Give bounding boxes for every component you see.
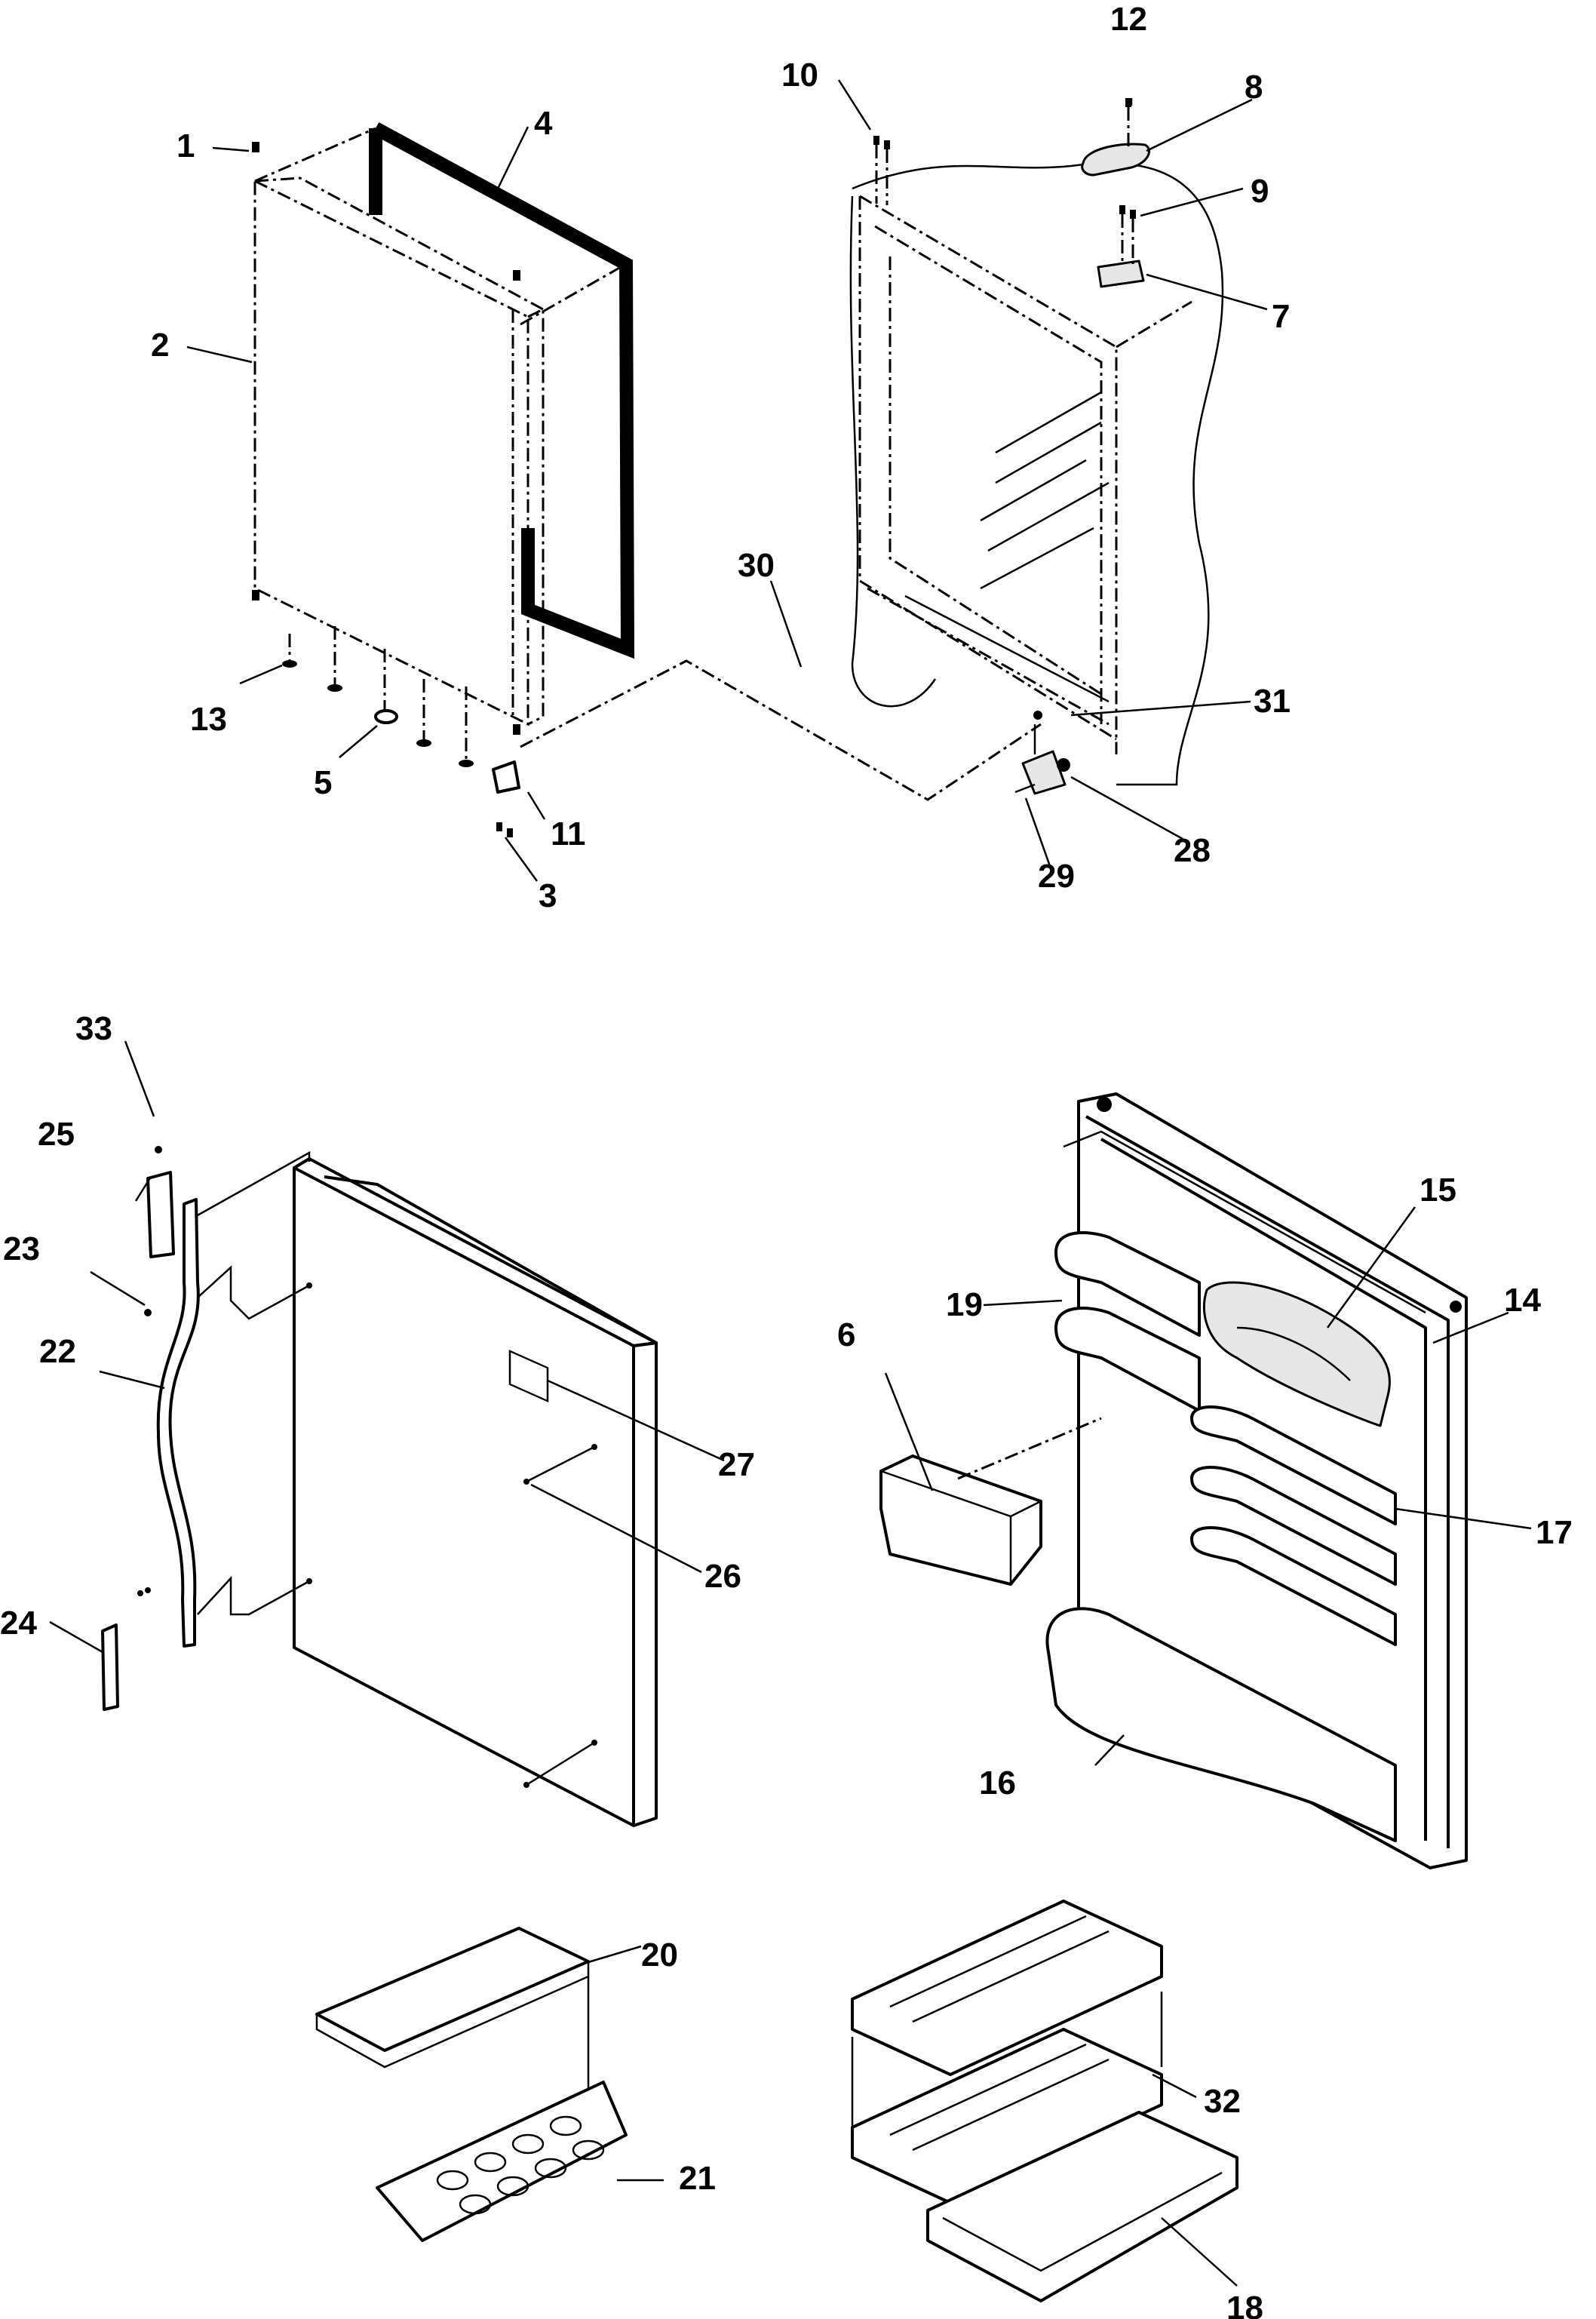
egg-cups bbox=[436, 2115, 605, 2215]
hinge-screws bbox=[496, 822, 513, 837]
callout-28: 28 bbox=[1174, 832, 1211, 869]
freezer-door-panel bbox=[253, 179, 529, 726]
hole-plugs bbox=[282, 626, 474, 767]
egg-tray-cover bbox=[315, 1927, 590, 2052]
ice-tray-lower bbox=[851, 2028, 1163, 2204]
hinge-cover bbox=[1081, 143, 1150, 177]
callout-22: 22 bbox=[39, 1333, 76, 1370]
callout-16: 16 bbox=[979, 1765, 1016, 1801]
callout-13: 13 bbox=[190, 701, 227, 738]
fresh-food-door-assembly bbox=[101, 1146, 658, 1827]
door-shelves bbox=[1190, 1405, 1397, 1646]
callout-1: 1 bbox=[176, 127, 195, 164]
callout-31: 31 bbox=[1254, 683, 1291, 720]
ice-tray-upper bbox=[851, 1900, 1163, 2076]
callout-33: 33 bbox=[75, 1010, 112, 1047]
callout-14: 14 bbox=[1504, 1282, 1541, 1319]
bottom-door-shelf bbox=[1045, 1607, 1397, 1842]
door-handle bbox=[156, 1198, 200, 1648]
door-bins-upper bbox=[1054, 1231, 1201, 1412]
top-hinge bbox=[1097, 260, 1145, 288]
handle-lower-cap bbox=[101, 1623, 119, 1711]
callout-7: 7 bbox=[1272, 298, 1290, 335]
leader-lines bbox=[49, 79, 1532, 2287]
cabinet-frame-assembly bbox=[849, 98, 1224, 795]
callout-2: 2 bbox=[151, 327, 169, 364]
callout-17: 17 bbox=[1536, 1514, 1573, 1551]
door-screws bbox=[306, 1282, 597, 1788]
fresh-food-door bbox=[293, 1166, 635, 1827]
screw-parts bbox=[252, 142, 520, 735]
callout-32: 32 bbox=[1204, 2083, 1241, 2120]
door-gasket bbox=[372, 122, 635, 659]
dairy-compartment bbox=[1202, 1281, 1391, 1427]
callout-3: 3 bbox=[539, 877, 557, 914]
callout-9: 9 bbox=[1251, 173, 1269, 210]
callout-25: 25 bbox=[38, 1116, 75, 1153]
callout-30: 30 bbox=[738, 547, 775, 584]
callout-10: 10 bbox=[781, 57, 818, 94]
callout-24: 24 bbox=[0, 1605, 37, 1642]
washer bbox=[374, 709, 398, 724]
freezer-door-assembly bbox=[252, 122, 1042, 837]
ice-bin bbox=[926, 2111, 1238, 2302]
callout-23: 23 bbox=[3, 1230, 40, 1267]
cabinet-outline bbox=[852, 161, 1224, 786]
callout-5: 5 bbox=[314, 764, 332, 801]
door-label bbox=[508, 1350, 549, 1403]
bottom-hinge bbox=[492, 760, 520, 794]
accessories bbox=[315, 1900, 1238, 2302]
callout-27: 27 bbox=[718, 1446, 755, 1483]
callout-11: 11 bbox=[551, 815, 586, 852]
callout-26: 26 bbox=[704, 1558, 741, 1595]
callout-18: 18 bbox=[1226, 2290, 1263, 2319]
callout-15: 15 bbox=[1420, 1172, 1456, 1209]
small-bin bbox=[879, 1454, 1042, 1586]
callout-6: 6 bbox=[837, 1316, 855, 1353]
frame-screws bbox=[873, 98, 1136, 266]
egg-tray bbox=[376, 2081, 628, 2242]
callout-20: 20 bbox=[641, 1937, 678, 1973]
cabinet-bottom-hinge bbox=[1021, 750, 1067, 795]
callout-12: 12 bbox=[1110, 1, 1147, 38]
door-liner-assembly bbox=[879, 1092, 1468, 1869]
callout-4: 4 bbox=[534, 105, 553, 142]
callout-21: 21 bbox=[679, 2160, 716, 2197]
handle-upper-cap bbox=[146, 1171, 175, 1258]
callout-29: 29 bbox=[1038, 858, 1075, 895]
callout-19: 19 bbox=[946, 1286, 983, 1323]
callout-8: 8 bbox=[1245, 69, 1263, 106]
